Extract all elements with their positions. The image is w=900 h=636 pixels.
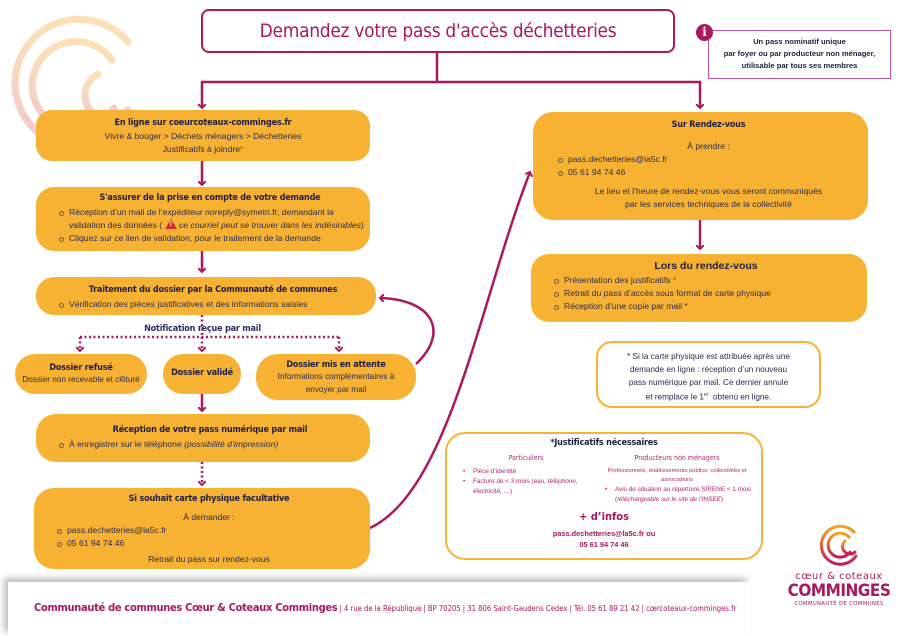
step-appointment: Sur Rendez-vous À prendre : pass.dechett… [533,112,868,220]
step-physical-heading: Si souhait carte physique facultative [128,494,290,504]
list-item: Facture de < 3 mois (eau, téléphone, éle… [461,477,591,497]
warning-icon: ! [164,219,177,229]
note-line: pass numérique par mail. Ce dernier annu… [628,378,789,387]
justificatifs-box: *Justificatifs nécessaires Particuliers … [445,432,763,560]
more-info-email[interactable]: pass.dechetteries@la5c.fr ou [552,529,656,538]
notification-label: Notification reçue par mail [144,324,261,334]
step-online-heading: En ligne sur coeurcoteaux-comminges.fr [114,118,292,128]
producteurs-column: Producteurs non ménagers Professionnels,… [599,454,755,505]
list-item: Présentation des justificatifs * [551,274,861,287]
outcome-pending-text-a: Informations complémentaires à [277,372,395,381]
outcome-pending: Dossier mis en attente Informations comp… [256,354,416,400]
step-appointment-take: À prendre : [687,141,730,151]
step-processing: Traitement du dossier par la Communauté … [36,277,376,315]
phone-item: 05 61 94 74 46 [54,537,364,550]
step-confirm-heading: S'assurer de la prise en compte de votre… [99,193,321,203]
note-line: * Si la carte physique est attribuée apr… [627,352,790,361]
logo-line1: cœur & coteaux [795,571,883,582]
step-appointment-note-b: par les services techniques de la collec… [625,199,792,209]
note-line: et remplace le 1er obtenu en ligne. [645,392,772,402]
list-item: Avis de situation au répertoire SIRENE <… [603,485,755,505]
email-item: pass.dechetteries@la5c.fr [555,153,862,166]
step-online-path: Vivre & bouger > Déchets ménagers > Déch… [104,131,302,141]
email-item: pass.dechetteries@la5c.fr [54,524,364,537]
physical-card-note: * Si la carte physique est attribuée apr… [596,341,821,408]
outcome-refused-text: Dossier non recevable et clôturé [22,375,140,384]
step-physical-ask: À demander : [183,512,235,522]
outcome-refused: Dossier refusé Dossier non recevable et … [15,354,147,394]
info-line: par foyer ou par producteur non ménager, [723,49,876,58]
outcome-pending-text-b: envoyer par mail [305,385,367,394]
step-online-justif: Justificatifs à joindre* [162,144,244,154]
step-during: Lors du rendez-vous Présentation des jus… [531,254,867,322]
producteurs-sub: Professionnels, établissements publics, … [607,468,747,483]
step-physical-retrieval: Retrait du pass sur rendez-vous [148,554,270,564]
info-line: Un pass nominatif unique [753,37,846,46]
loop-back-arrow [380,298,435,365]
note-line: demande en ligne : réception d’un nouvea… [629,365,788,374]
step-confirm-list: Réception d’un mail de l’expéditeur nore… [56,206,364,245]
footer-address: | 4 rue de la République | BP 70205 | 31… [337,604,737,613]
footer: Communauté de communes Cœur & Coteaux Co… [8,582,750,636]
step-confirm: S'assurer de la prise en compte de votre… [36,187,370,251]
list-item: Pièce d’identité [461,467,591,477]
list-item: Cliquez sur ce lien de validation, pour … [56,232,364,245]
producteurs-title: Producteurs non ménagers [634,454,720,462]
step-online: En ligne sur coeurcoteaux-comminges.fr V… [36,110,370,161]
phone-item: 05 61 94 74 46 [555,166,862,179]
step-digital: Réception de votre pass numérique par ma… [36,414,370,462]
step-during-heading: Lors du rendez-vous [654,260,758,272]
list-item: Réception d’une copie par mail * [551,300,861,313]
logo-mark [819,524,858,566]
particuliers-title: Particuliers [508,454,544,462]
outcome-pending-heading: Dossier mis en attente [286,360,386,370]
logo-line3: COMMUNAUTÉ DE COMMUNES [794,601,884,607]
outcome-refused-heading: Dossier refusé [49,363,113,373]
info-box: Un pass nominatif unique par foyer ou pa… [708,30,891,79]
footer-org: Communauté de communes Cœur & Coteaux Co… [34,601,338,614]
logo-text: cœur & coteaux COMMINGES COMMUNAUTÉ DE C… [780,571,898,608]
page-title-box: Demandez votre pass d'accès déchetteries [201,9,675,53]
list-item: Vérification des pièces justificatives e… [56,298,370,311]
particuliers-column: Particuliers Pièce d’identité Facture de… [461,454,591,497]
more-info-phone: 05 61 94 74 46 [579,540,629,549]
step-digital-heading: Réception de votre pass numérique par ma… [112,425,308,435]
curve-physical-to-appointment [369,172,530,530]
page-title: Demandez votre pass d'accès déchetteries [259,20,617,42]
info-icon: i [696,24,713,41]
step-physical: Si souhait carte physique facultative À … [34,488,370,569]
outcome-validated-heading: Dossier validé [171,368,233,378]
step-appointment-heading: Sur Rendez-vous [671,120,746,130]
step-appointment-note-a: Le lieu et l’heure de rendez-vous vous s… [594,186,823,196]
justificatifs-heading: *Justificatifs nécessaires [550,438,658,448]
more-info-heading: + d’infos [578,510,629,523]
outcome-validated: Dossier validé [163,354,241,394]
logo-line2: COMMINGES [787,581,891,601]
step-processing-heading: Traitement du dossier par la Communauté … [88,285,338,295]
list-item: Réception d’un mail de l’expéditeur nore… [56,206,364,232]
list-item: Retrait du pass d’accès sous format de c… [551,287,861,300]
list-item: À enregistrer sur le téléphone (possibil… [56,438,364,451]
info-line: utilisable par tous ses membres [741,61,858,70]
